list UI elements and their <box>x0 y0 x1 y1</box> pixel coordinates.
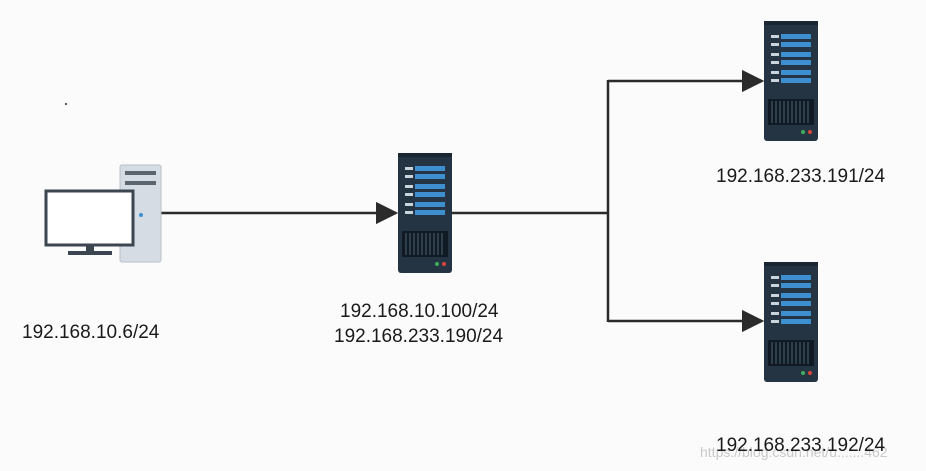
stray-dot <box>65 103 67 105</box>
server-bottom-ip-label: 192.168.233.192/24 <box>716 435 886 456</box>
client-pc-icon <box>44 164 162 263</box>
client-ip-label: 192.168.10.6/24 <box>22 322 160 343</box>
gateway-server-icon <box>397 152 453 274</box>
connections <box>161 69 765 333</box>
watermark: https://blog.csdn.net/u.......462 <box>700 444 888 460</box>
server-top-ip-label: 192.168.233.191/24 <box>716 166 886 187</box>
server-top-icon <box>763 20 819 142</box>
gateway-ip-label-1: 192.168.10.100/24 <box>340 301 499 322</box>
server-bottom-icon <box>763 261 819 383</box>
gateway-ip-label-2: 192.168.233.190/24 <box>334 326 504 347</box>
